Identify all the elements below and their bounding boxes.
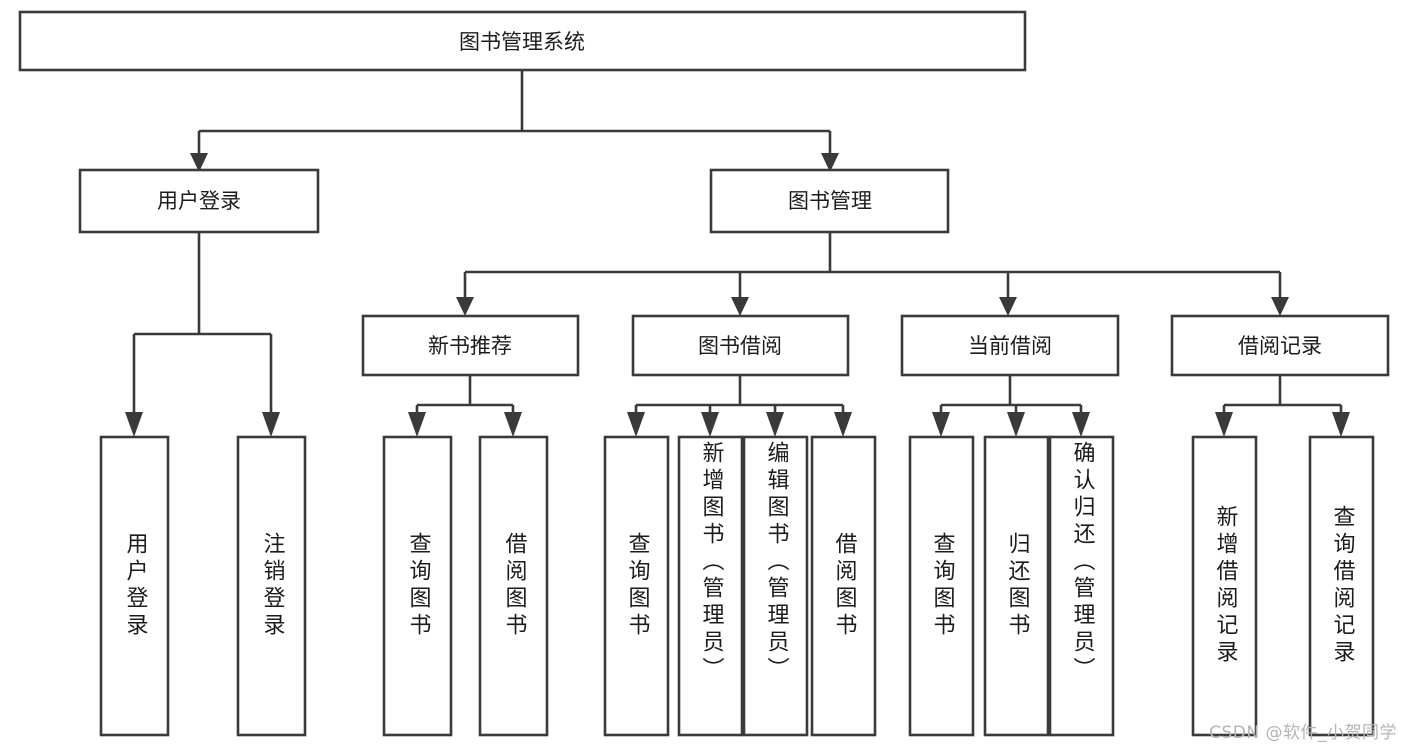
node-book-borrow[interactable]: 图书借阅: [631, 314, 850, 377]
node-book-borrow-box: [631, 314, 850, 377]
arrow-head-record-leaf1: [1215, 412, 1233, 437]
node-book-manage-label: 图书管理: [788, 189, 872, 213]
leaf-box-borrow-book[interactable]: [810, 435, 877, 737]
leaf-box-current-query-book[interactable]: [908, 435, 975, 737]
leaf-box-logout[interactable]: [236, 435, 307, 737]
node-root[interactable]: 图书管理系统: [18, 10, 1027, 72]
arrow-head-record-leaf2: [1332, 412, 1350, 437]
arrow-head-new-book-rec: [456, 297, 474, 316]
leaf-box-add-borrow-record[interactable]: [1191, 435, 1258, 737]
node-root-box: [18, 10, 1027, 72]
node-user-login[interactable]: 用户登录: [78, 168, 320, 234]
arrow-head-current-leaf1: [932, 412, 950, 437]
node-borrow-record[interactable]: 借阅记录: [1170, 314, 1390, 377]
node-borrow-record-box: [1170, 314, 1390, 377]
watermark-text: CSDN @软件_小贺同学: [1209, 723, 1397, 743]
node-new-book-recommend-box: [361, 314, 580, 377]
arrow-head-borrow-leaf4: [834, 412, 852, 437]
leaf-node-boxes: [99, 435, 1375, 737]
arrow-head-borrow-leaf2: [701, 412, 719, 437]
arrow-head-current-leaf3: [1072, 412, 1090, 437]
leaf-box-rec-query-book[interactable]: [382, 435, 453, 737]
arrow-head-borrow-leaf3: [766, 412, 784, 437]
node-book-manage-box: [709, 168, 950, 234]
leaf-box-add-book-admin[interactable]: [677, 435, 744, 737]
node-user-login-label: 用户登录: [157, 189, 241, 213]
arrow-head-current-leaf2: [1007, 412, 1025, 437]
node-book-borrow-label: 图书借阅: [698, 334, 782, 358]
node-book-manage[interactable]: 图书管理: [709, 168, 950, 234]
arrow-head-rec-leaf1: [408, 412, 426, 437]
node-root-label: 图书管理系统: [459, 30, 585, 54]
arrow-head-current-borrow: [999, 297, 1017, 316]
node-user-login-box: [78, 168, 320, 234]
leaf-box-rec-borrow-book[interactable]: [478, 435, 549, 737]
leaf-box-query-borrow-record[interactable]: [1308, 435, 1375, 737]
arrow-head-book-borrow: [731, 297, 749, 316]
arrow-head-leaf-user-login: [125, 412, 143, 437]
node-current-borrow-box: [900, 314, 1120, 377]
node-current-borrow-label: 当前借阅: [968, 334, 1052, 358]
arrow-head-rec-leaf2: [504, 412, 522, 437]
node-current-borrow[interactable]: 当前借阅: [900, 314, 1120, 377]
arrow-head-borrow-leaf1: [627, 412, 645, 437]
node-borrow-record-label: 借阅记录: [1238, 334, 1322, 358]
leaf-box-confirm-return-admin[interactable]: [1048, 435, 1115, 737]
leaf-box-user-login[interactable]: [99, 435, 170, 737]
node-new-book-recommend[interactable]: 新书推荐: [361, 314, 580, 377]
arrow-head-user-login: [190, 153, 208, 172]
leaf-box-borrow-query-book[interactable]: [603, 435, 670, 737]
leaf-box-return-book[interactable]: [983, 435, 1050, 737]
leaf-box-edit-book-admin[interactable]: [742, 435, 809, 737]
arrow-head-leaf-logout: [262, 412, 280, 437]
node-new-book-recommend-label: 新书推荐: [428, 334, 512, 358]
arrow-head-book-manage: [821, 153, 839, 172]
connector-group: [125, 70, 1350, 437]
arrow-head-borrow-record: [1271, 297, 1289, 316]
